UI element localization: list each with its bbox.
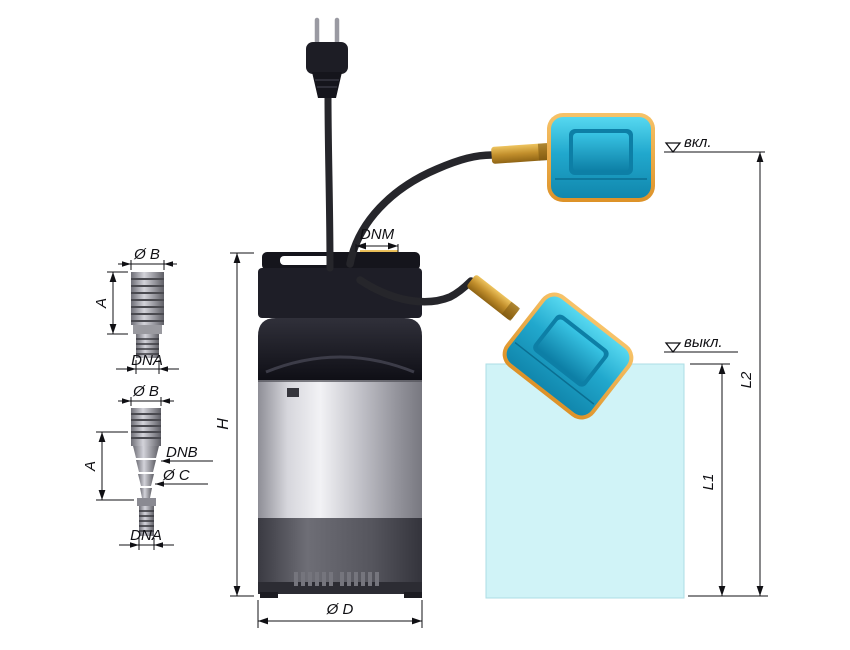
label-level-off: выкл. <box>684 334 723 351</box>
label-adapter1-a: A <box>93 298 110 309</box>
label-h: H <box>215 418 232 430</box>
pump-foot-left <box>260 592 278 598</box>
level-mark-off: выкл. <box>664 334 738 354</box>
pump-base <box>258 518 422 598</box>
pump-steel-body <box>258 380 422 520</box>
adapter1-dimensions: Ø B A DNA <box>93 246 179 374</box>
pump-vent-slots <box>294 572 379 586</box>
float-switch-lower <box>502 292 634 420</box>
pump-shoulder <box>258 318 422 380</box>
pump-handle <box>262 252 420 270</box>
dimension-l1: L1 <box>690 363 730 596</box>
level-triangle-on-icon <box>664 142 682 154</box>
pump-logo <box>287 388 299 397</box>
level-triangle-off-icon <box>664 342 682 354</box>
label-adapter2-dia-c: Ø C <box>162 467 190 484</box>
float-cable-upper <box>346 151 496 268</box>
adapter2-dimensions: Ø B A DNB Ø C DNA <box>82 383 213 550</box>
pump-foot-right <box>404 592 422 598</box>
label-d: Ø D <box>326 601 354 618</box>
dimension-d: Ø D <box>257 600 423 628</box>
level-mark-on: вкл. <box>664 134 765 154</box>
float-connector-upper <box>491 142 551 164</box>
adapter-stepped <box>131 408 161 536</box>
power-cable <box>324 92 334 272</box>
dimension-l2: L2 <box>688 152 768 597</box>
label-adapter2-dnb: DNB <box>166 444 198 461</box>
label-level-on: вкл. <box>684 134 712 151</box>
float-cable-lower <box>356 276 475 306</box>
label-l1: L1 <box>700 474 717 491</box>
label-adapter1-dia-b: Ø B <box>133 246 160 263</box>
label-dnm: DNM <box>360 226 395 243</box>
float-connector-lower <box>467 275 521 322</box>
label-adapter1-dna: DNA <box>131 352 163 369</box>
power-plug <box>306 17 348 98</box>
dimension-dnm: DNM <box>355 226 399 252</box>
float-switch-upper <box>547 113 655 202</box>
pump-top-cap <box>258 268 422 318</box>
label-adapter2-a: A <box>82 461 99 472</box>
label-adapter2-dia-b: Ø B <box>132 383 159 400</box>
adapter-straight <box>131 272 164 358</box>
dimension-h: H <box>215 252 254 597</box>
pump <box>258 250 422 598</box>
label-l2: L2 <box>738 371 755 388</box>
label-adapter2-dna: DNA <box>130 527 162 544</box>
